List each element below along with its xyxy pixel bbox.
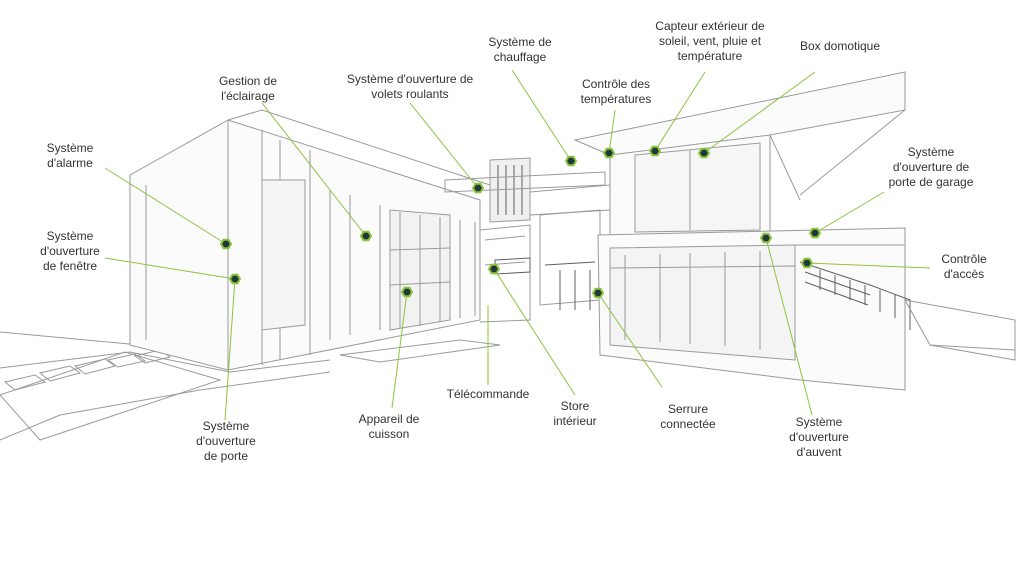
hexagon-marker-icon[interactable] xyxy=(219,238,233,250)
label-box-domotique: Box domotique xyxy=(799,39,881,53)
deck-chairs xyxy=(3,349,172,391)
hexagon-marker-icon[interactable] xyxy=(648,145,662,157)
label-capteur-exterieur: Capteur extérieur de soleil, vent, pluie… xyxy=(655,19,765,63)
hexagon-marker-icon[interactable] xyxy=(359,230,373,242)
label-volets-roulants: Système d'ouverture de volets roulants xyxy=(346,72,474,101)
hexagon-marker-icon[interactable] xyxy=(697,147,711,159)
label-telecommande: Télécommande xyxy=(446,387,530,401)
leader-serrure-connectee xyxy=(597,292,663,388)
hexagon-marker-icon[interactable] xyxy=(808,227,822,239)
ground-line xyxy=(0,331,331,441)
hexagon-marker-icon[interactable] xyxy=(759,232,773,244)
leader-appareil-cuisson xyxy=(391,291,408,409)
label-gestion-eclairage: Gestion de l'éclairage xyxy=(218,74,278,103)
leader-systeme-alarme xyxy=(104,167,227,245)
label-controle-acces: Contrôle d'accès xyxy=(941,252,987,281)
leader-gestion-eclairage xyxy=(261,102,367,237)
stairs xyxy=(799,261,911,330)
leader-porte-garage xyxy=(814,191,885,234)
leader-capteur-exterieur xyxy=(654,71,706,152)
label-chauffage: Système de chauffage xyxy=(488,35,552,64)
left-wing xyxy=(129,109,501,371)
label-appareil-cuisson: Appareil de cuisson xyxy=(358,412,420,441)
leader-ouverture-porte xyxy=(224,278,236,421)
hexagon-marker-icon[interactable] xyxy=(602,147,616,159)
leader-controle-temperatures xyxy=(608,109,616,154)
hexagon-marker-icon[interactable] xyxy=(800,257,814,269)
label-controle-temperatures: Contrôle des températures xyxy=(580,77,652,106)
leader-volets-roulants xyxy=(409,102,479,189)
label-ouverture-fenetre: Système d'ouverture de fenêtre xyxy=(40,229,100,273)
leader-ouverture-fenetre xyxy=(104,257,236,280)
terrace xyxy=(904,299,1016,361)
hexagon-marker-icon[interactable] xyxy=(487,263,501,275)
hexagon-marker-icon[interactable] xyxy=(400,286,414,298)
label-store-interieur: Store intérieur xyxy=(553,399,597,428)
label-systeme-alarme: Système d'alarme xyxy=(46,141,94,170)
label-ouverture-porte: Système d'ouverture de porte xyxy=(196,419,256,463)
leader-chauffage xyxy=(511,69,572,162)
label-ouverture-auvent: Système d'ouverture d'auvent xyxy=(789,415,849,459)
terrace-edge xyxy=(929,344,1016,351)
leader-ouverture-auvent xyxy=(765,237,813,416)
right-upper-volume xyxy=(573,71,906,241)
right-lower-volume xyxy=(597,227,906,391)
hexagon-marker-icon[interactable] xyxy=(564,155,578,167)
label-porte-garage: Système d'ouverture de porte de garage xyxy=(888,145,974,189)
leader-store-interieur xyxy=(493,268,576,396)
hexagon-marker-icon[interactable] xyxy=(471,182,485,194)
pool-outline xyxy=(0,351,222,441)
leader-controle-acces xyxy=(806,262,931,269)
hexagon-marker-icon[interactable] xyxy=(591,287,605,299)
label-serrure-connectee: Serrure connectée xyxy=(660,402,716,431)
hexagon-marker-icon[interactable] xyxy=(228,273,242,285)
leader-box-domotique xyxy=(703,71,816,154)
